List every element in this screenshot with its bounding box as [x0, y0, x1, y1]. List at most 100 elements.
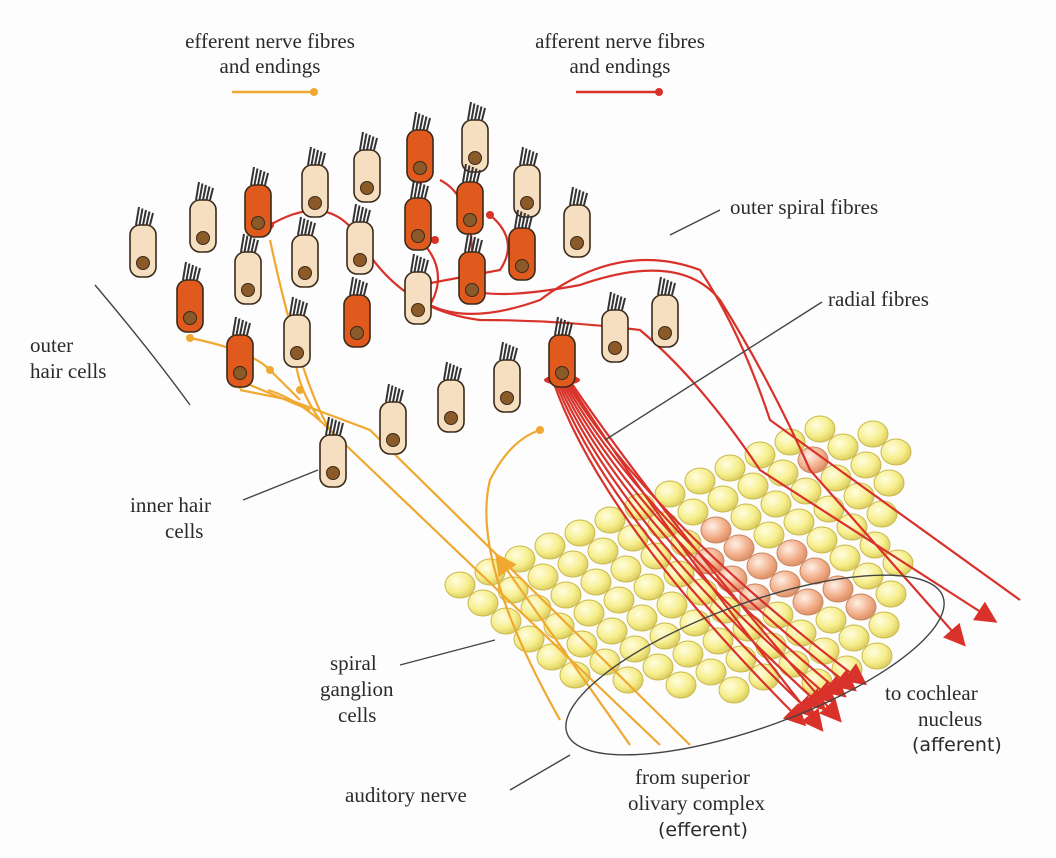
stereocilia — [355, 205, 361, 223]
cell-nucleus — [183, 311, 197, 325]
label-inner-hair-cells-1: inner hair — [130, 493, 211, 517]
stereocilia — [671, 282, 676, 296]
stereocilia — [513, 347, 518, 361]
radial-afferent-fibre — [561, 377, 857, 692]
stereocilia — [240, 233, 245, 253]
label-auditory-nerve: auditory nerve — [345, 783, 467, 807]
cell-nucleus — [350, 326, 364, 340]
outer-spiral-fibre — [269, 209, 998, 623]
ganglion-cell — [557, 550, 589, 578]
active-ganglion-cell — [746, 552, 778, 580]
stereocilia — [457, 367, 462, 381]
stereocilia — [247, 236, 252, 253]
stereocilia — [522, 148, 528, 166]
stereocilia — [254, 239, 259, 253]
stereocilia — [198, 183, 204, 201]
stereocilia — [422, 116, 428, 131]
stereocilia — [335, 421, 341, 436]
ganglion-cell — [880, 438, 912, 466]
ganglion-cell — [827, 433, 859, 461]
leader-spiral-ganglion — [399, 639, 496, 666]
stereocilia — [310, 148, 316, 166]
label-spiral-ganglion-1: spiral — [330, 651, 377, 675]
outer-spiral-fibre — [439, 179, 966, 647]
stereocilia — [499, 341, 504, 361]
active-outer-hair-cell — [406, 111, 434, 183]
stereocilia — [477, 106, 483, 121]
stereocilia — [388, 385, 394, 403]
stereocilia — [373, 137, 378, 151]
active-ganglion-cell — [700, 516, 732, 544]
cell-nucleus — [290, 346, 304, 360]
ganglion-cell — [564, 519, 596, 547]
stereocilia — [424, 259, 429, 273]
stereocilia — [359, 131, 364, 151]
stereocilia — [514, 209, 519, 229]
ganglion-cell — [527, 563, 559, 591]
stereocilia — [554, 316, 559, 336]
ganglion-cell — [744, 441, 776, 469]
stereocilia — [299, 301, 305, 316]
stereocilia — [363, 282, 368, 296]
label-superior-olivary-3: (efferent) — [658, 819, 748, 841]
stereocilia — [195, 181, 200, 201]
outer-hair-cell — [319, 416, 347, 488]
stereocilia — [467, 235, 473, 253]
stereocilia — [443, 361, 448, 381]
stereocilia — [307, 146, 312, 166]
stereocilia — [561, 319, 566, 336]
efferent-ending — [296, 386, 304, 394]
stereocilia — [149, 212, 154, 226]
active-ganglion-cell — [845, 593, 877, 621]
active-ganglion-cell — [723, 534, 755, 562]
stereocilia — [395, 388, 401, 403]
stereocilia — [617, 296, 623, 311]
stereocilia — [264, 172, 269, 186]
stereocilia — [509, 346, 515, 361]
stereocilia — [328, 418, 334, 436]
outer-hair-cell — [404, 253, 432, 325]
active-outer-hair-cell — [456, 163, 484, 235]
stereocilia — [568, 322, 573, 336]
ganglion-cell — [813, 495, 845, 523]
stereocilia — [426, 117, 431, 131]
ganglion-cell — [718, 676, 750, 704]
stereocilia — [469, 166, 474, 183]
stereocilia — [145, 211, 151, 226]
ganglion-cell — [829, 544, 861, 572]
cell-nucleus — [608, 341, 622, 355]
cell-nucleus — [465, 283, 479, 297]
stereocilia — [413, 181, 419, 199]
stereocilia — [446, 363, 452, 381]
stereocilia — [467, 101, 472, 121]
stereocilia — [138, 208, 144, 226]
stereocilia — [412, 111, 417, 131]
label-cochlear-nucleus-3: (afferent) — [912, 734, 1002, 756]
ganglion-cell — [806, 526, 838, 554]
stereocilia — [332, 419, 337, 436]
ganglion-cell — [804, 415, 836, 443]
stereocilia — [470, 103, 476, 121]
cell-nucleus — [136, 256, 150, 270]
radial-afferent-fibre — [567, 377, 842, 723]
ganglion-cell — [633, 573, 665, 601]
stereocilia — [257, 169, 262, 186]
stereocilia — [502, 343, 508, 361]
stereocilia — [474, 104, 479, 121]
stereocilia — [464, 233, 469, 253]
outer-hair-cell — [353, 131, 381, 203]
spiral-ganglion-layer — [444, 415, 914, 704]
legend-afferent: afferent nerve fibres and endings — [535, 29, 705, 96]
stereocilia — [202, 184, 207, 201]
stereocilia — [392, 386, 397, 403]
efferent-ending — [536, 426, 544, 434]
outer-hair-cell — [189, 181, 217, 253]
stereocilia — [232, 316, 237, 336]
stereocilia — [664, 279, 669, 296]
ganglion-cell — [679, 609, 711, 637]
ganglion-cell — [559, 661, 591, 689]
ganglion-cell — [665, 671, 697, 699]
stereocilia — [253, 168, 259, 186]
active-ganglion-cell — [739, 583, 771, 611]
outer-hair-cell — [437, 361, 465, 433]
